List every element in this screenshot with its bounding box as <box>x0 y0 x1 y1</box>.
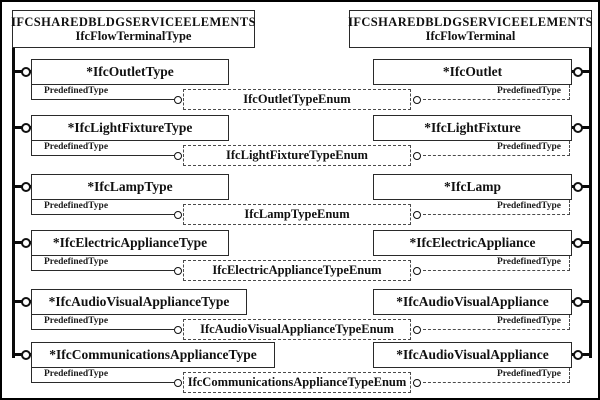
schema-header-left-line2: IfcFlowTerminalType <box>75 29 192 43</box>
left-attribute-end-connector-icon <box>174 326 182 334</box>
left-predefinedtype-attribute: PredefinedType <box>31 315 174 330</box>
left-entity-box: *IfcOutletType <box>31 59 229 85</box>
left-entity-box: *IfcLampType <box>31 174 229 200</box>
right-attribute-end-connector-icon <box>413 96 421 104</box>
enum-type-box: IfcLightFixtureTypeEnum <box>183 145 411 166</box>
right-predefinedtype-attribute: PredefinedType <box>423 200 570 215</box>
right-predefinedtype-attribute: PredefinedType <box>423 141 570 156</box>
right-attribute-end-connector-icon <box>413 326 421 334</box>
left-entity-box: *IfcElectricApplianceType <box>31 230 229 256</box>
left-predefinedtype-attribute: PredefinedType <box>31 368 174 383</box>
left-attribute-end-connector-icon <box>174 152 182 160</box>
right-attribute-end-connector-icon <box>413 267 421 275</box>
enum-type-box: IfcLampTypeEnum <box>183 204 411 225</box>
left-predefinedtype-attribute: PredefinedType <box>31 200 174 215</box>
right-entity-box: *IfcAudioVisualAppliance <box>373 289 572 315</box>
enum-type-box: IfcElectricApplianceTypeEnum <box>183 260 411 281</box>
left-supertype-connector-icon <box>21 123 31 133</box>
left-predefinedtype-attribute: PredefinedType <box>31 141 174 156</box>
right-attribute-end-connector-icon <box>413 152 421 160</box>
enum-type-box: IfcCommunicationsApplianceTypeEnum <box>183 372 411 393</box>
right-bus-line <box>589 48 592 358</box>
right-entity-box: *IfcLamp <box>373 174 572 200</box>
right-attribute-end-connector-icon <box>413 211 421 219</box>
left-supertype-connector-icon <box>21 67 31 77</box>
right-predefinedtype-attribute: PredefinedType <box>423 315 570 330</box>
enum-type-box: IfcAudioVisualApplianceTypeEnum <box>183 319 411 340</box>
right-supertype-connector-icon <box>573 238 583 248</box>
left-entity-box: *IfcAudioVisualApplianceType <box>31 289 247 315</box>
right-predefinedtype-attribute: PredefinedType <box>423 85 570 100</box>
right-supertype-connector-icon <box>573 297 583 307</box>
right-supertype-connector-icon <box>573 350 583 360</box>
right-supertype-connector-icon <box>573 123 583 133</box>
schema-header-right: IFCSHAREDBLDGSERVICEELEMENTS IfcFlowTerm… <box>348 10 593 48</box>
left-supertype-connector-icon <box>21 350 31 360</box>
right-attribute-end-connector-icon <box>413 379 421 387</box>
right-predefinedtype-attribute: PredefinedType <box>423 256 570 271</box>
schema-header-right-line1: IFCSHAREDBLDGSERVICEELEMENTS <box>348 15 593 29</box>
right-entity-box: *IfcLightFixture <box>373 115 572 141</box>
schema-header-left-line1: IFCSHAREDBLDGSERVICEELEMENTS <box>11 15 256 29</box>
schema-header-right-line2: IfcFlowTerminal <box>425 29 516 43</box>
left-supertype-connector-icon <box>21 238 31 248</box>
left-entity-box: *IfcLightFixtureType <box>31 115 229 141</box>
left-attribute-end-connector-icon <box>174 211 182 219</box>
left-predefinedtype-attribute: PredefinedType <box>31 256 174 271</box>
right-supertype-connector-icon <box>573 182 583 192</box>
schema-header-left: IFCSHAREDBLDGSERVICEELEMENTS IfcFlowTerm… <box>11 10 256 48</box>
left-supertype-connector-icon <box>21 182 31 192</box>
right-predefinedtype-attribute: PredefinedType <box>423 368 570 383</box>
left-entity-box: *IfcCommunicationsApplianceType <box>31 342 275 368</box>
left-predefinedtype-attribute: PredefinedType <box>31 85 174 100</box>
left-attribute-end-connector-icon <box>174 96 182 104</box>
right-entity-box: *IfcOutlet <box>373 59 572 85</box>
left-attribute-end-connector-icon <box>174 379 182 387</box>
right-supertype-connector-icon <box>573 67 583 77</box>
left-bus-line <box>12 48 15 358</box>
left-attribute-end-connector-icon <box>174 267 182 275</box>
right-entity-box: *IfcAudioVisualAppliance <box>373 342 572 368</box>
left-supertype-connector-icon <box>21 297 31 307</box>
enum-type-box: IfcOutletTypeEnum <box>183 89 411 110</box>
right-entity-box: *IfcElectricAppliance <box>373 230 572 256</box>
